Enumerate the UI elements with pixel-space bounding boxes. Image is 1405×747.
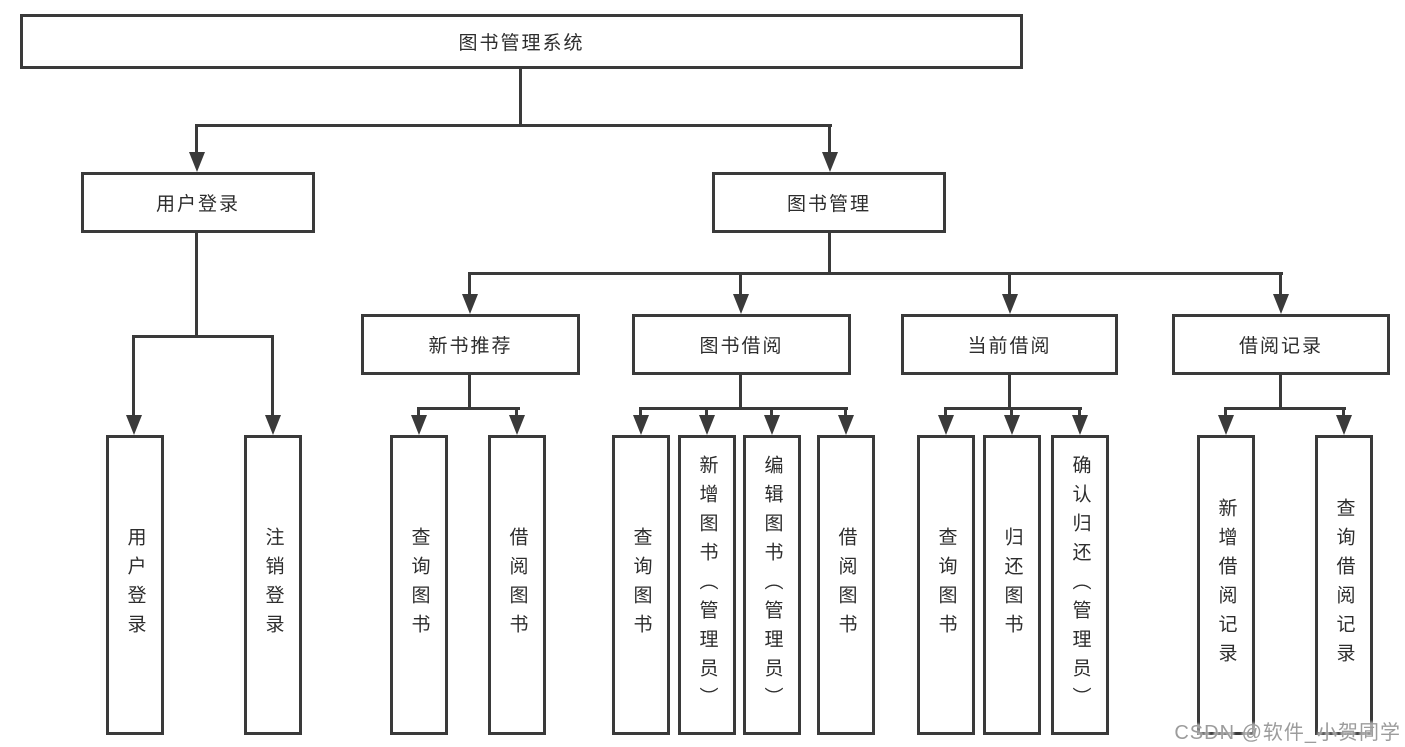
node-borrow-books-2-label: 借阅图书 — [835, 527, 857, 643]
node-add-borrow-record-label: 新增借阅记录 — [1215, 498, 1237, 672]
node-query-books-1: 查询图书 — [390, 435, 448, 735]
connector-line — [417, 407, 520, 410]
node-current-borrowing-label: 当前借阅 — [967, 336, 1052, 357]
arrow-down-icon — [411, 415, 427, 435]
node-book-borrowing-label: 图书借阅 — [699, 336, 784, 357]
connector-line — [1008, 272, 1011, 297]
arrow-down-icon — [126, 415, 142, 435]
connector-line — [844, 407, 847, 419]
node-logout-label: 注销登录 — [262, 527, 284, 643]
csdn-watermark: CSDN @软件_小贺同学 — [1174, 722, 1401, 744]
arrow-down-icon — [509, 415, 525, 435]
arrow-down-icon — [189, 152, 205, 172]
node-new-book-recommend-label: 新书推荐 — [428, 336, 513, 357]
arrow-down-icon — [1004, 415, 1020, 435]
arrow-down-icon — [633, 415, 649, 435]
connector-line — [1224, 407, 1227, 419]
connector-line — [195, 233, 198, 335]
node-query-books-1-label: 查询图书 — [408, 527, 430, 643]
connector-line — [195, 124, 832, 127]
node-borrow-books-2: 借阅图书 — [817, 435, 875, 735]
connector-line — [1279, 375, 1282, 408]
node-return-book-label: 归还图书 — [1001, 527, 1023, 643]
connector-line — [132, 335, 274, 338]
arrow-down-icon — [938, 415, 954, 435]
connector-line — [1279, 272, 1282, 297]
connector-line — [519, 69, 522, 127]
node-query-books-3-label: 查询图书 — [935, 527, 957, 643]
node-borrow-records: 借阅记录 — [1172, 314, 1390, 375]
connector-line — [468, 375, 471, 408]
node-add-book-admin-label: 新增图书（管理员） — [696, 454, 718, 716]
connector-line — [417, 407, 420, 419]
connector-line — [515, 407, 518, 419]
node-return-book: 归还图书 — [983, 435, 1041, 735]
connector-line — [1224, 407, 1346, 410]
node-query-books-3: 查询图书 — [917, 435, 975, 735]
connector-line — [639, 407, 848, 410]
node-query-books-2-label: 查询图书 — [630, 527, 652, 643]
node-confirm-return-admin-label: 确认归还（管理员） — [1069, 454, 1091, 716]
arrow-down-icon — [764, 415, 780, 435]
node-user-login: 用户登录 — [81, 172, 315, 233]
node-confirm-return-admin: 确认归还（管理员） — [1051, 435, 1109, 735]
node-book-management: 图书管理 — [712, 172, 946, 233]
connector-line — [828, 124, 831, 154]
node-borrow-books-1-label: 借阅图书 — [506, 527, 528, 643]
node-user-login-label: 用户登录 — [155, 194, 240, 215]
arrow-down-icon — [1273, 294, 1289, 314]
node-edit-book-admin-label: 编辑图书（管理员） — [761, 454, 783, 716]
node-logout: 注销登录 — [244, 435, 302, 735]
node-query-borrow-record: 查询借阅记录 — [1315, 435, 1373, 735]
node-user-login-leaf: 用户登录 — [106, 435, 164, 735]
connector-line — [739, 272, 742, 297]
arrow-down-icon — [265, 415, 281, 435]
arrow-down-icon — [1002, 294, 1018, 314]
node-borrow-records-label: 借阅记录 — [1238, 336, 1323, 357]
connector-line — [195, 124, 198, 154]
connector-line — [639, 407, 642, 419]
connector-line — [468, 272, 1283, 275]
connector-line — [705, 407, 708, 419]
arrow-down-icon — [1336, 415, 1352, 435]
node-borrow-books-1: 借阅图书 — [488, 435, 546, 735]
arrow-down-icon — [822, 152, 838, 172]
connector-line — [271, 335, 274, 417]
arrow-down-icon — [699, 415, 715, 435]
node-user-login-leaf-label: 用户登录 — [124, 527, 146, 643]
connector-line — [468, 272, 471, 297]
arrow-down-icon — [1218, 415, 1234, 435]
node-query-borrow-record-label: 查询借阅记录 — [1333, 498, 1355, 672]
node-root: 图书管理系统 — [20, 14, 1023, 69]
node-root-label: 图书管理系统 — [458, 33, 585, 54]
connector-line — [1342, 407, 1345, 419]
node-book-borrowing: 图书借阅 — [632, 314, 851, 375]
connector-line — [132, 335, 135, 417]
node-add-book-admin: 新增图书（管理员） — [678, 435, 736, 735]
connector-line — [828, 233, 831, 274]
connector-line — [1008, 375, 1011, 408]
arrow-down-icon — [733, 294, 749, 314]
node-edit-book-admin: 编辑图书（管理员） — [743, 435, 801, 735]
arrow-down-icon — [838, 415, 854, 435]
node-current-borrowing: 当前借阅 — [901, 314, 1118, 375]
arrow-down-icon — [1072, 415, 1088, 435]
connector-line — [770, 407, 773, 419]
connector-line — [944, 407, 1082, 410]
node-add-borrow-record: 新增借阅记录 — [1197, 435, 1255, 735]
node-query-books-2: 查询图书 — [612, 435, 670, 735]
connector-line — [1078, 407, 1081, 419]
connector-line — [944, 407, 947, 419]
node-new-book-recommend: 新书推荐 — [361, 314, 580, 375]
node-book-management-label: 图书管理 — [786, 194, 871, 215]
connector-line — [739, 375, 742, 408]
connector-line — [1010, 407, 1013, 419]
arrow-down-icon — [462, 294, 478, 314]
